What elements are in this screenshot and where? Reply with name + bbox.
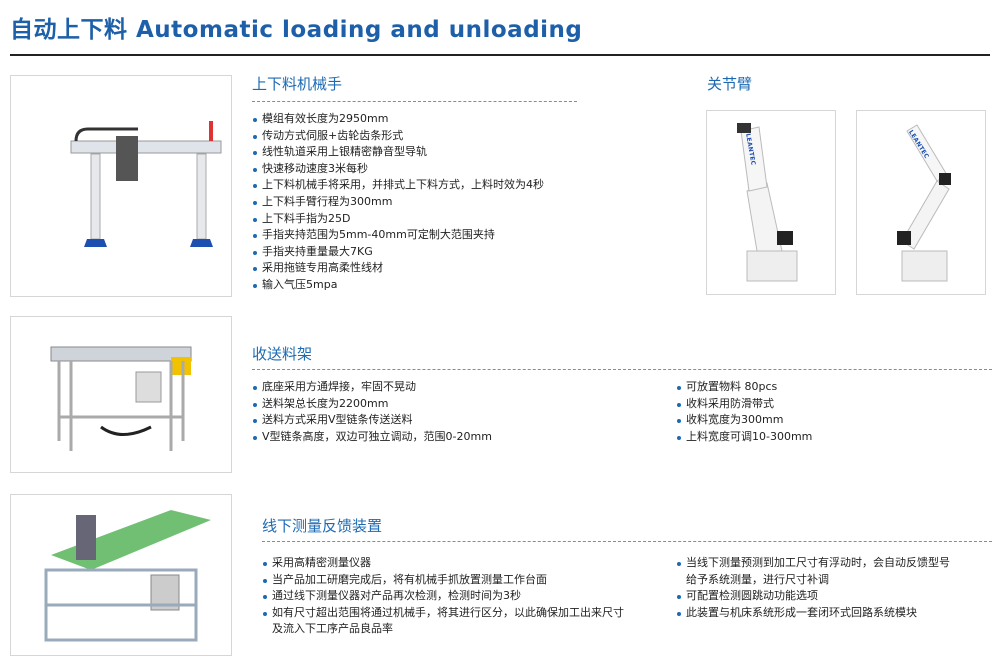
loader-spec-list: 模组有效长度为2950mm 传动方式伺服+齿轮齿条形式 线性轨道采用上银精密静音… [252,111,544,294]
robot-arm-image-1: LEANTEC [706,110,836,295]
rack-spec-list-right: 可放置物料 80pcs 收料采用防滑带式 收料宽度为300mm 上料宽度可调10… [676,379,812,445]
list-item: 采用拖链专用高柔性线材 [252,260,544,277]
section-title-rack: 收送料架 [252,345,313,363]
gantry-loader-image [10,75,232,297]
section-title-loader: 上下料机械手 [252,75,343,93]
list-item: 采用高精密测量仪器 [262,555,642,572]
section-divider [252,101,577,102]
list-item: 线性轨道采用上银精密静音型导轨 [252,144,544,161]
list-item: 如有尺寸超出范围将通过机械手，将其进行区分，以此确保加工出来尺寸及流入下工序产品… [262,605,627,638]
page-title: 自动上下料 Automatic loading and unloading [10,17,583,43]
list-item: 上下料机械手将采用，并排式上下料方式，上料时效为4秒 [252,177,544,194]
list-item: 模组有效长度为2950mm [252,111,544,128]
section-title-joint-arm: 关节臂 [707,75,753,93]
list-item: 送料方式采用V型链条传送送料 [252,412,492,429]
list-item: 当产品加工研磨完成后，将有机械手抓放置测量工作台面 [262,572,642,589]
list-item: 可配置检测圆跳动功能选项 [676,588,966,605]
list-item: 上下料手指为25D [252,211,544,228]
list-item: 底座采用方通焊接，牢固不晃动 [252,379,492,396]
list-item: 输入气压5mpa [252,277,544,294]
section-divider [262,541,992,542]
list-item: 收料宽度为300mm [676,412,812,429]
measurement-spec-list-left: 采用高精密测量仪器 当产品加工研磨完成后，将有机械手抓放置测量工作台面 通过线下… [262,555,642,638]
list-item: 手指夹持范围为5mm-40mm可定制大范围夹持 [252,227,544,244]
list-item: V型链条高度，双边可独立调动，范围0-20mm [252,429,492,446]
list-item: 传动方式伺服+齿轮齿条形式 [252,128,544,145]
feeding-rack-image [10,316,232,473]
list-item: 送料架总长度为2200mm [252,396,492,413]
list-item: 此装置与机床系统形成一套闭环式回路系统模块 [676,605,966,622]
list-item: 快速移动速度3米每秒 [252,161,544,178]
section-divider [252,369,992,370]
title-divider [10,54,990,56]
list-item: 手指夹持重量最大7KG [252,244,544,261]
list-item: 可放置物料 80pcs [676,379,812,396]
list-item: 收料采用防滑带式 [676,396,812,413]
measurement-device-image [10,494,232,656]
robot-arm-image-2: LEANTEC [856,110,986,295]
list-item: 上下料手臂行程为300mm [252,194,544,211]
list-item: 上料宽度可调10-300mm [676,429,812,446]
section-title-measurement: 线下测量反馈装置 [262,517,383,535]
list-item: 当线下测量预测到加工尺寸有浮动时，会自动反馈型号给予系统测量，进行尺寸补调 [676,555,956,588]
measurement-spec-list-right: 当线下测量预测到加工尺寸有浮动时，会自动反馈型号给予系统测量，进行尺寸补调 可配… [676,555,966,621]
list-item: 通过线下测量仪器对产品再次检测，检测时间为3秒 [262,588,642,605]
rack-spec-list-left: 底座采用方通焊接，牢固不晃动 送料架总长度为2200mm 送料方式采用V型链条传… [252,379,492,445]
